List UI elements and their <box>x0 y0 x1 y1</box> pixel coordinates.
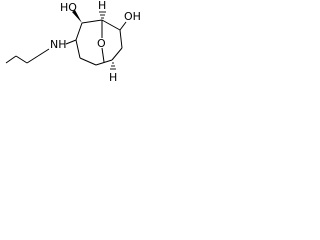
label-h-top: H <box>98 0 106 12</box>
bond-c2-c1 <box>81 19 103 24</box>
bond-c4-c5 <box>79 57 97 66</box>
bond-n-c3 <box>65 39 77 45</box>
bond-butyl-3 <box>26 55 39 64</box>
bond-butyl-4 <box>37 48 50 57</box>
label-oh: OH <box>124 10 141 23</box>
bond-c7-c6 <box>119 29 123 49</box>
bond-butyl-1 <box>5 55 17 64</box>
molecule-diagram: HO OH NH O H H <box>0 0 150 83</box>
bond-c3-c4 <box>75 39 81 59</box>
label-nh: NH <box>50 38 67 51</box>
bond-c5-bottom <box>95 59 113 66</box>
bond-c6-c5 <box>111 47 123 61</box>
bond-c3-c2 <box>75 22 83 41</box>
molecule-structure: HO OH NH O H H <box>5 0 141 83</box>
label-bridge-o: O <box>97 37 106 50</box>
label-ho: HO <box>60 1 77 14</box>
label-h-bottom: H <box>109 71 117 83</box>
bond-butyl-2 <box>15 55 28 64</box>
bond-o-c5 <box>101 47 105 63</box>
bond-c1-c7 <box>101 19 121 31</box>
wedge-ho <box>72 10 82 23</box>
bond-c7-oh <box>119 21 127 31</box>
